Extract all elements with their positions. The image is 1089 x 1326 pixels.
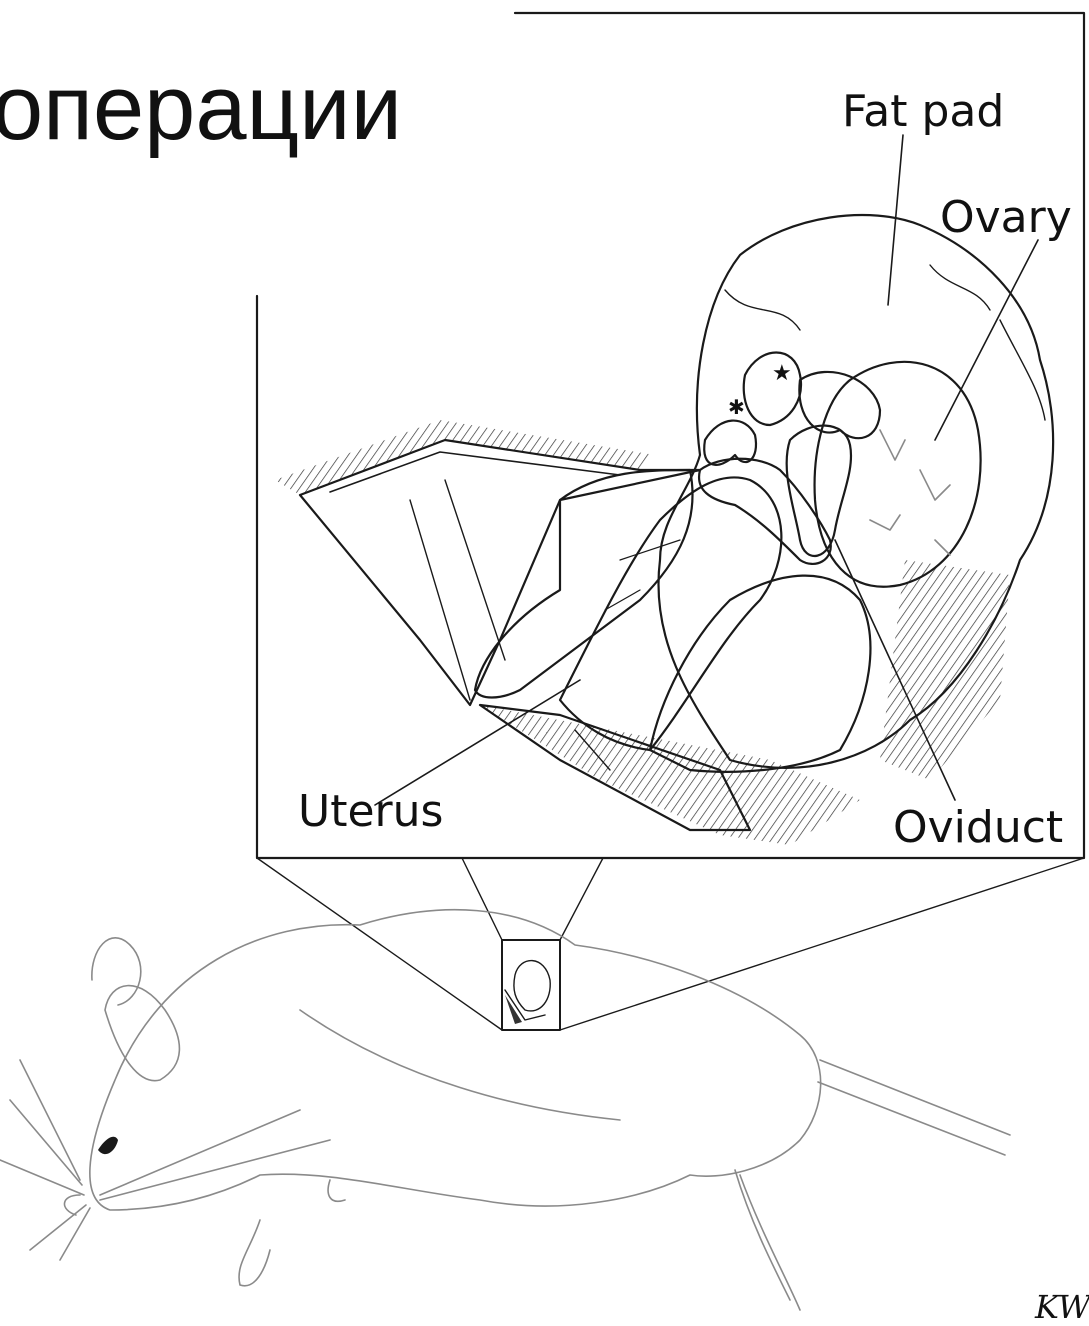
artist-signature: KW — [1035, 1288, 1089, 1326]
label-uterus: Uterus — [298, 790, 443, 834]
label-ovary: Ovary — [940, 196, 1072, 240]
label-fat-pad: Fat pad — [842, 90, 1004, 134]
star-marker: ★ — [772, 361, 792, 386]
mouse — [0, 910, 1010, 1310]
incision-window — [502, 940, 560, 1030]
oviduct: ★ ✱ — [699, 353, 880, 564]
zoom-lines — [257, 858, 1084, 1030]
label-oviduct: Oviduct — [893, 806, 1063, 850]
asterisk-marker: ✱ — [728, 395, 745, 419]
ovary — [815, 362, 981, 587]
skin-flap — [275, 420, 1010, 845]
